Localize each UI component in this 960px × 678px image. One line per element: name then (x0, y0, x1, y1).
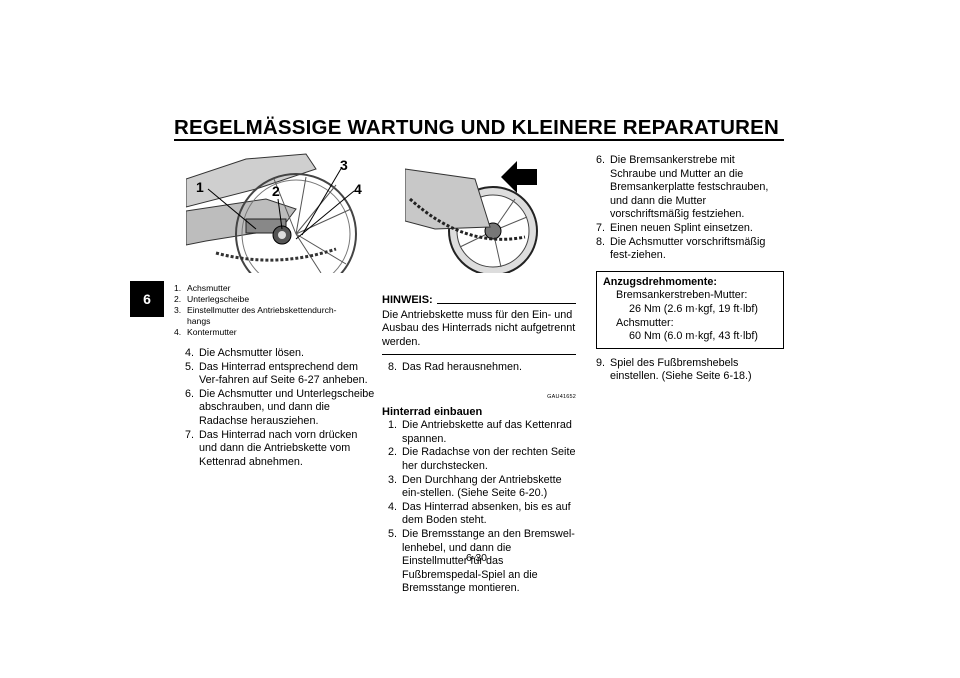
list-item: 7.Einen neuen Splint einsetzen. (596, 221, 753, 234)
list-item: 8.Die Achsmutter vorschriftsmäßig fest-z… (596, 235, 766, 262)
figure-rear-axle: 1 2 3 4 (185, 149, 364, 295)
torque-value: 26 Nm (2.6 m·kgf, 19 ft·lbf) (629, 302, 758, 315)
column-2: HINWEIS: Die Antriebskette muss für den … (382, 294, 576, 596)
list-item: 3.Den Durchhang der Antriebskette ein-st… (388, 473, 562, 500)
callout-1: 1 (196, 179, 204, 195)
list-item: 9.Spiel des Fußbremshebels einstellen. (… (596, 356, 752, 383)
chapter-tab: 6 (130, 281, 164, 317)
hint-rule (382, 354, 576, 356)
caption-item: 4.Kontermutter (174, 327, 237, 337)
caption-item: 3.Einstellmutter des Antriebskettendurch… (174, 305, 337, 315)
page-number: 6-30 (466, 552, 488, 564)
torque-label: Bremsankerstreben-Mutter: (616, 289, 748, 302)
callout-2: 2 (272, 183, 280, 199)
caption-item: hangs (187, 316, 211, 326)
list-item: 7.Das Hinterrad nach vorn drücken und da… (185, 428, 358, 468)
callout-3: 3 (340, 157, 348, 173)
list-item: 4.Die Achsmutter lösen. (185, 347, 305, 359)
figure-caption: 1.Achsmutter 2.Unterlegscheibe 3.Einstel… (174, 283, 364, 338)
callout-4: 4 (354, 181, 362, 197)
hint-text: Die Antriebskette muss für den Ein- und … (382, 308, 576, 348)
list-item: 6.Die Achsmutter und Unterlegscheibe abs… (185, 387, 375, 427)
column-1: 4.Die Achsmutter lösen. 5.Das Hinterrad … (185, 347, 375, 469)
list-item: 6.Die Bremsankerstrebe mit Schraube und … (596, 154, 769, 221)
title-rule (174, 139, 784, 141)
torque-value: 60 Nm (6.0 m·kgf, 43 ft·lbf) (629, 330, 758, 343)
list-item: 8.Das Rad herausnehmen. (388, 361, 523, 374)
torque-box: Anzugsdrehmomente: Bremsankerstreben-Mut… (596, 270, 784, 349)
page-title: REGELMÄSSIGE WARTUNG UND KLEINERE REPARA… (174, 116, 780, 139)
reference-code: GAU41652 (547, 393, 576, 400)
list-item: 2.Die Radachse von der rechten Seite her… (388, 446, 576, 472)
hint-heading: HINWEIS: (382, 294, 576, 308)
caption-item: 2.Unterlegscheibe (174, 294, 250, 304)
torque-label: Achsmutter: (616, 316, 674, 329)
caption-item: 1.Achsmutter (174, 283, 231, 293)
list-item: 1.Die Antriebskette auf das Kettenrad sp… (388, 419, 572, 445)
section-subtitle: Hinterrad einbauen (382, 405, 483, 418)
list-item: 5.Das Hinterrad entsprechend dem Ver-fah… (185, 360, 368, 387)
torque-heading: Anzugsdrehmomente: (603, 275, 717, 288)
figure-rear-wheel (404, 149, 540, 276)
list-item: 4.Das Hinterrad absenken, bis es auf dem… (388, 500, 571, 527)
column-3: 6.Die Bremsankerstrebe mit Schraube und … (596, 154, 784, 384)
list-item: 5.Die Bremsstange an den Bremswel-lenheb… (388, 527, 575, 595)
